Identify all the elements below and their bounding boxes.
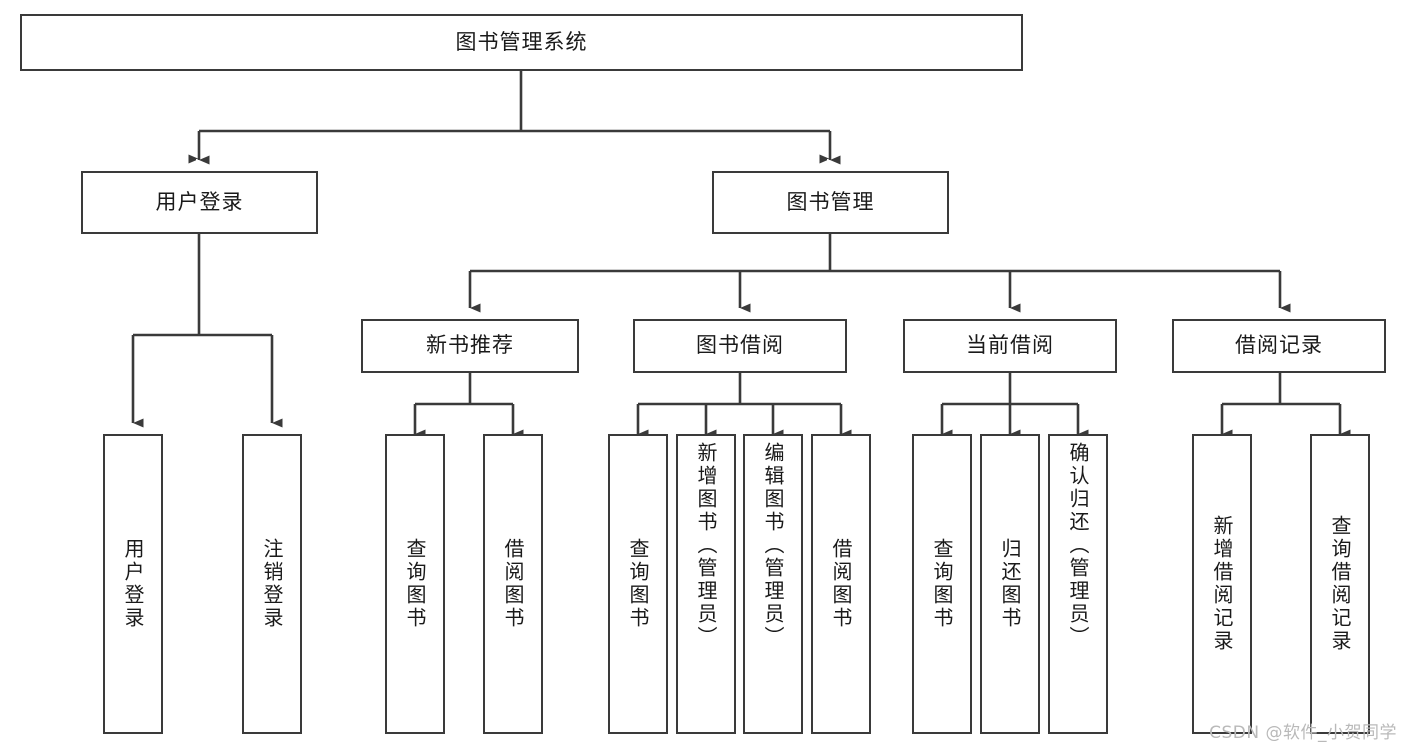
node-current-borrow[interactable]: 当前借阅	[903, 319, 1117, 373]
node-user-login[interactable]: 用户登录	[81, 171, 318, 234]
node-leaf-query-book-1-label: 查询图书	[403, 538, 427, 630]
node-leaf-confirm-return[interactable]: 确认归还（管理员）	[1048, 434, 1108, 734]
node-leaf-user-logout-label: 注销登录	[260, 538, 284, 630]
node-root[interactable]: 图书管理系统	[20, 14, 1023, 71]
node-leaf-query-record-label: 查询借阅记录	[1328, 515, 1352, 653]
node-leaf-query-book-2-label: 查询图书	[626, 538, 650, 630]
node-leaf-add-record[interactable]: 新增借阅记录	[1192, 434, 1252, 734]
node-leaf-add-book[interactable]: 新增图书（管理员）	[676, 434, 736, 734]
node-leaf-query-book-1[interactable]: 查询图书	[385, 434, 445, 734]
node-leaf-return-book[interactable]: 归还图书	[980, 434, 1040, 734]
node-leaf-return-book-label: 归还图书	[998, 538, 1022, 630]
node-user-login-label: 用户登录	[155, 189, 244, 214]
node-leaf-user-logout[interactable]: 注销登录	[242, 434, 302, 734]
node-leaf-query-book-3[interactable]: 查询图书	[912, 434, 972, 734]
node-leaf-add-record-label: 新增借阅记录	[1210, 515, 1234, 653]
node-new-book-recommend-label: 新书推荐	[426, 333, 514, 358]
node-leaf-edit-book-label: 编辑图书（管理员）	[761, 442, 785, 649]
node-leaf-borrow-book-2-label: 借阅图书	[829, 538, 853, 630]
node-leaf-query-book-3-label: 查询图书	[930, 538, 954, 630]
node-leaf-borrow-book-2[interactable]: 借阅图书	[811, 434, 871, 734]
node-current-borrow-label: 当前借阅	[966, 333, 1054, 358]
node-book-manage-label: 图书管理	[786, 189, 875, 214]
csdn-watermark: CSDN @软件_小贺同学	[1209, 723, 1397, 743]
node-leaf-user-login[interactable]: 用户登录	[103, 434, 163, 734]
node-leaf-add-book-label: 新增图书（管理员）	[694, 442, 718, 649]
node-borrow-record[interactable]: 借阅记录	[1172, 319, 1386, 373]
node-root-label: 图书管理系统	[455, 29, 588, 54]
node-leaf-borrow-book-1-label: 借阅图书	[501, 538, 525, 630]
node-leaf-query-record[interactable]: 查询借阅记录	[1310, 434, 1370, 734]
node-leaf-query-book-2[interactable]: 查询图书	[608, 434, 668, 734]
node-book-borrow[interactable]: 图书借阅	[633, 319, 847, 373]
node-book-manage[interactable]: 图书管理	[712, 171, 949, 234]
node-leaf-edit-book[interactable]: 编辑图书（管理员）	[743, 434, 803, 734]
node-book-borrow-label: 图书借阅	[696, 333, 784, 358]
node-leaf-user-login-label: 用户登录	[121, 538, 145, 630]
node-borrow-record-label: 借阅记录	[1235, 333, 1323, 358]
node-leaf-borrow-book-1[interactable]: 借阅图书	[483, 434, 543, 734]
node-leaf-confirm-return-label: 确认归还（管理员）	[1066, 442, 1090, 649]
node-new-book-recommend[interactable]: 新书推荐	[361, 319, 579, 373]
